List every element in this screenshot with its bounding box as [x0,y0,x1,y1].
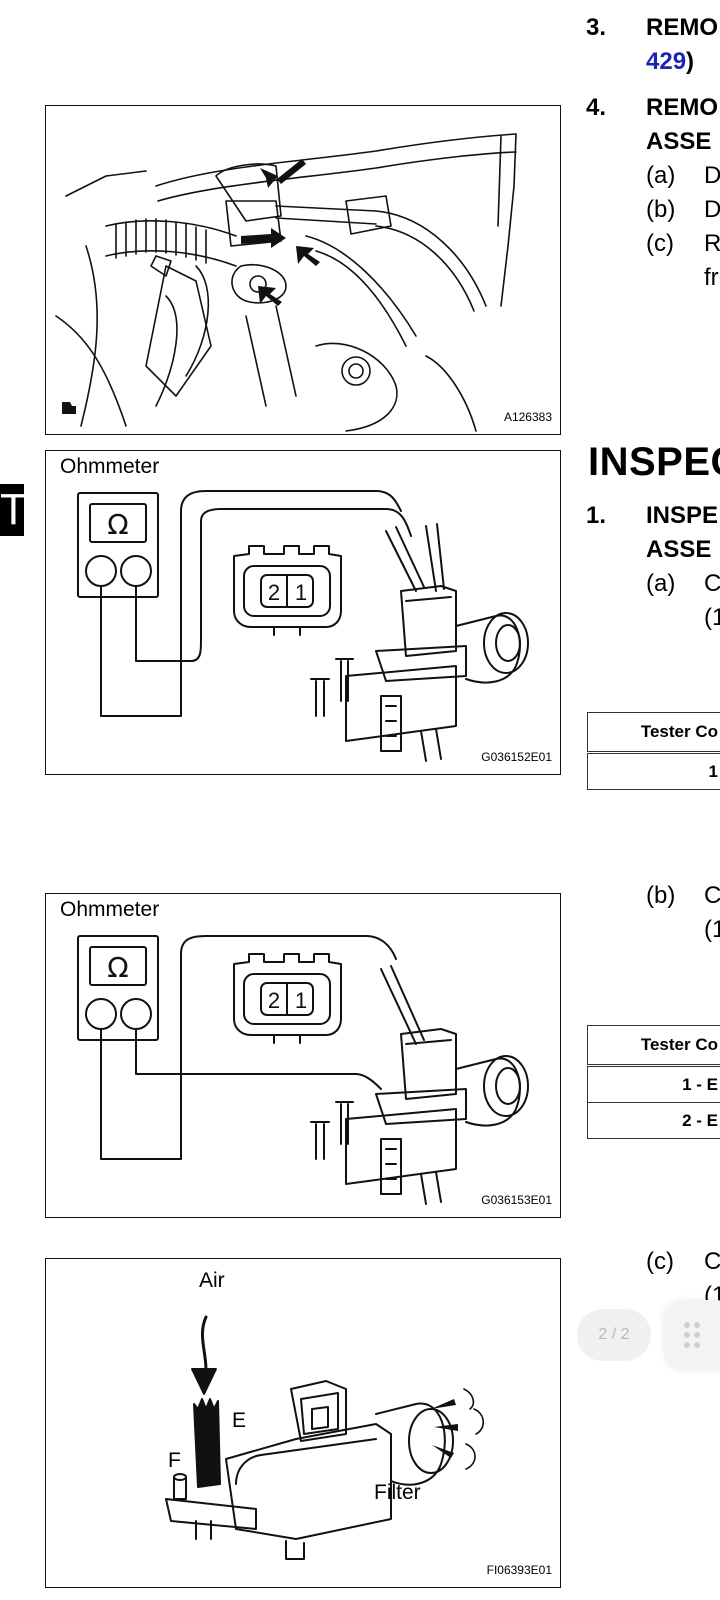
table-cell: 2 - E [587,1102,720,1139]
figure-id: A126383 [503,410,552,424]
ohmmeter-diagram-2: Ω 2 1 [77,935,529,1205]
tester-table-1: Tester Co 1 [587,712,720,790]
step-title: REMO [646,14,718,41]
substep-continuation: (1 [704,604,720,631]
step-title-line2: 429) [646,48,694,76]
substep-label: (a) [646,570,676,597]
step-number: 4. [586,94,607,121]
substep-label: (b) [646,196,676,223]
substep-text: R [704,230,720,257]
step-title-line2: ASSE [646,536,712,563]
step-number: 3. [586,14,607,41]
page-indicator: 2 / 2 [577,1309,651,1361]
substep-text: C [704,570,720,597]
substep-continuation: (1 [704,916,720,943]
figure-ohmmeter-test-2: Ω 2 1 Ohmmeter G036153E01 [45,893,561,1218]
air-flow-diagram [165,1315,485,1560]
pin-label: 1 [295,988,307,1013]
figure-id: FI06393E01 [486,1563,552,1577]
tester-table-2: Tester Co 1 - E 2 - E [587,1025,720,1139]
table-cell: 1 - E [587,1064,720,1103]
substep-text: D [704,196,720,223]
pin-label: 1 [295,580,307,605]
step-title: REMO [646,94,718,121]
figure-id: G036153E01 [481,1193,552,1207]
step-title-line2: ASSE [646,128,712,155]
substep-text: C [704,882,720,909]
table-header: Tester Co [640,722,718,741]
air-label: Air [199,1269,225,1292]
substep-text: C [704,1248,720,1275]
figure-id: G036152E01 [481,750,552,764]
figure-ohmmeter-test-1: Ω 2 1 Ohmmeter G036152E01 [45,450,561,775]
substep-text: D [704,162,720,189]
pin-label: 2 [268,988,280,1013]
paren-text: ) [686,48,695,75]
ohmmeter-label: Ohmmeter [60,898,160,921]
pin-label: 2 [268,580,280,605]
ohmmeter-diagram-1: Ω 2 1 [77,490,529,762]
substep-label: (c) [646,230,674,257]
figure-air-flow-test: Air E F Filter FI06393E01 [45,1258,561,1588]
substep-label: (b) [646,882,676,909]
substep-label: (a) [646,162,676,189]
ohm-icon: Ω [107,951,128,984]
camera-icon [62,402,76,414]
substep-continuation: fr [704,264,719,291]
substep-label: (c) [646,1248,674,1275]
step-number: 1. [586,502,607,529]
port-e-label: E [232,1409,247,1432]
section-side-tab: T [0,484,24,536]
ohm-icon: Ω [107,508,128,541]
step-title: INSPE [646,502,719,529]
ohmmeter-label: Ohmmeter [60,455,160,478]
figure-engine-bay: A126383 [45,105,561,435]
section-heading: INSPEC [588,440,720,484]
table-header: Tester Co [640,1035,718,1054]
page-link[interactable]: 429 [646,48,687,75]
engine-bay-drawing [55,133,517,432]
drag-handle-icon[interactable] [664,1300,720,1370]
table-cell: 1 [587,751,720,790]
port-f-label: F [168,1449,181,1472]
filter-label: Filter [374,1481,421,1504]
